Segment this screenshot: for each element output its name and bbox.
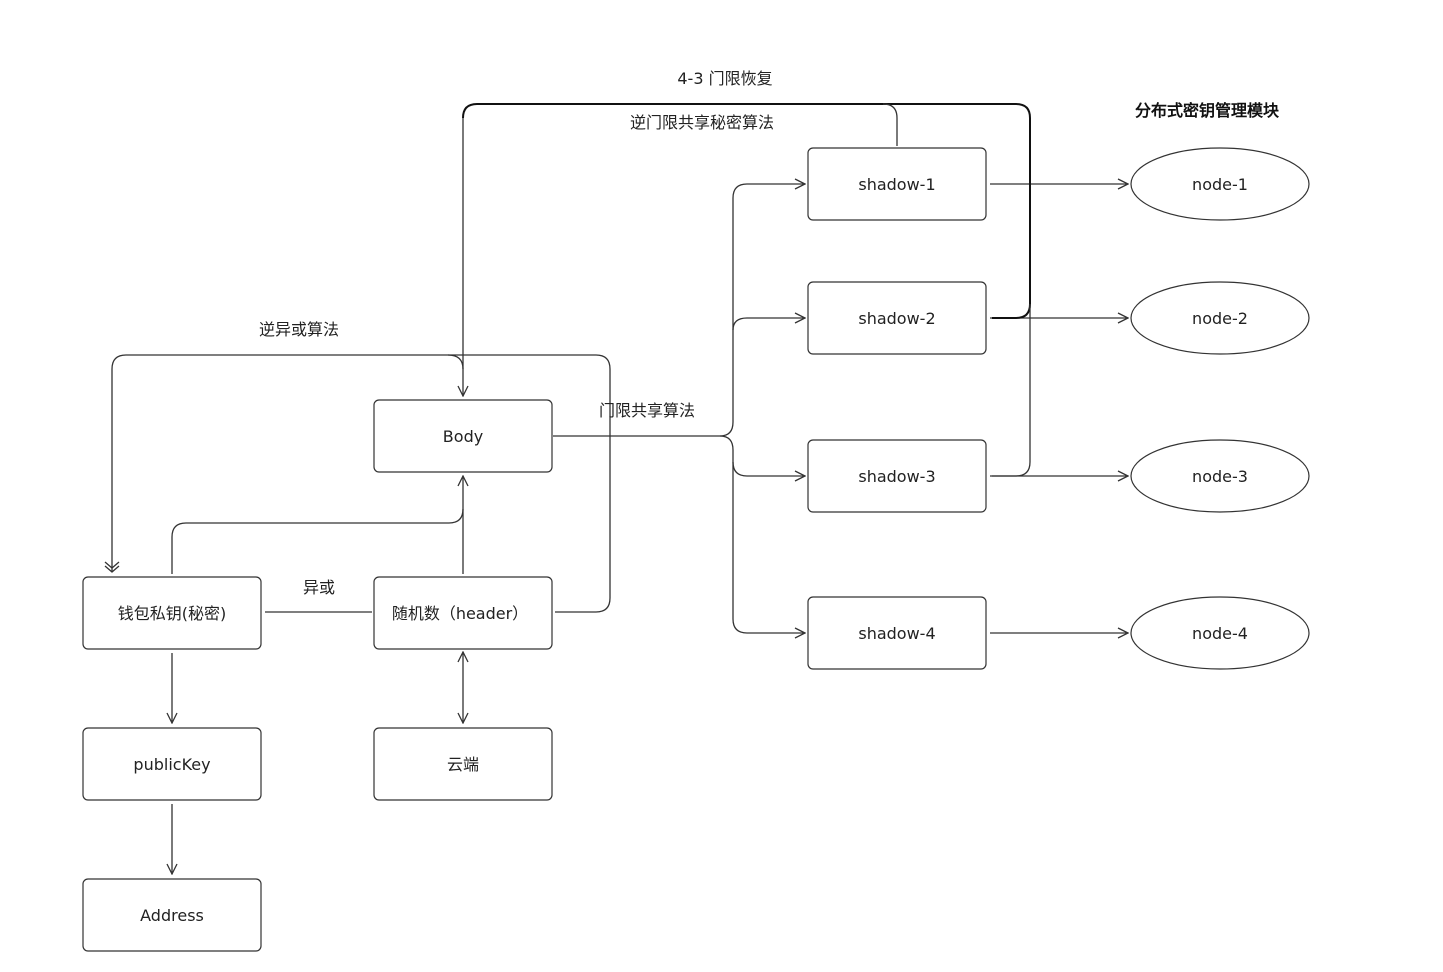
node-2-label: node-2 xyxy=(1192,309,1248,328)
box-wallet-label: 钱包私钥(秘密) xyxy=(118,604,227,623)
box-wallet-private-key[interactable]: 钱包私钥(秘密) xyxy=(82,576,262,650)
box-random-label: 随机数（header） xyxy=(392,604,528,623)
box-cloud-label: 云端 xyxy=(447,755,479,774)
box-shadow-4-label: shadow-4 xyxy=(858,624,935,643)
node-4-label: node-4 xyxy=(1192,624,1248,643)
edge-inverse-xor xyxy=(104,354,611,613)
edge-to-shadow-1 xyxy=(719,184,805,437)
box-shadow-1-label: shadow-1 xyxy=(858,175,935,194)
edge-inverse-xor-branch xyxy=(447,354,464,370)
edge-recovery-shadow-1 xyxy=(882,103,898,146)
box-publickey-label: publicKey xyxy=(133,755,210,774)
box-address[interactable]: Address xyxy=(82,878,262,952)
node-3-label: node-3 xyxy=(1192,467,1248,486)
label-xor: 异或 xyxy=(303,578,335,597)
edge-recovery-shadow-3 xyxy=(992,304,1031,477)
module-title: 分布式密钥管理模块 xyxy=(1135,101,1280,120)
box-shadow-2[interactable]: shadow-2 xyxy=(807,281,987,355)
label-inverse-xor: 逆异或算法 xyxy=(259,320,339,339)
node-1-label: node-1 xyxy=(1192,175,1248,194)
label-recovery: 4-3 门限恢复 xyxy=(677,69,772,88)
node-1[interactable]: node-1 xyxy=(1130,147,1310,221)
edges xyxy=(104,103,1128,874)
box-random-header[interactable]: 随机数（header） xyxy=(373,576,553,650)
edge-to-shadow-2 xyxy=(732,318,805,331)
edge-wallet-to-body xyxy=(171,476,463,574)
box-shadow-3[interactable]: shadow-3 xyxy=(807,439,987,513)
box-shadow-4[interactable]: shadow-4 xyxy=(807,596,987,670)
node-2[interactable]: node-2 xyxy=(1130,281,1310,355)
edge-to-shadow-4 xyxy=(732,462,805,633)
box-publickey[interactable]: publicKey xyxy=(82,727,262,801)
label-inverse-secret-share: 逆门限共享秘密算法 xyxy=(630,113,774,132)
box-shadow-3-label: shadow-3 xyxy=(858,467,935,486)
node-3[interactable]: node-3 xyxy=(1130,439,1310,513)
box-address-label: Address xyxy=(140,906,204,925)
node-4[interactable]: node-4 xyxy=(1130,596,1310,670)
box-shadow-1[interactable]: shadow-1 xyxy=(807,147,987,221)
label-threshold-share: 门限共享算法 xyxy=(599,401,695,420)
edge-recovery-bus xyxy=(462,103,1031,319)
box-body-label: Body xyxy=(443,427,483,446)
box-body[interactable]: Body xyxy=(373,399,553,473)
box-cloud[interactable]: 云端 xyxy=(373,727,553,801)
box-shadow-2-label: shadow-2 xyxy=(858,309,935,328)
